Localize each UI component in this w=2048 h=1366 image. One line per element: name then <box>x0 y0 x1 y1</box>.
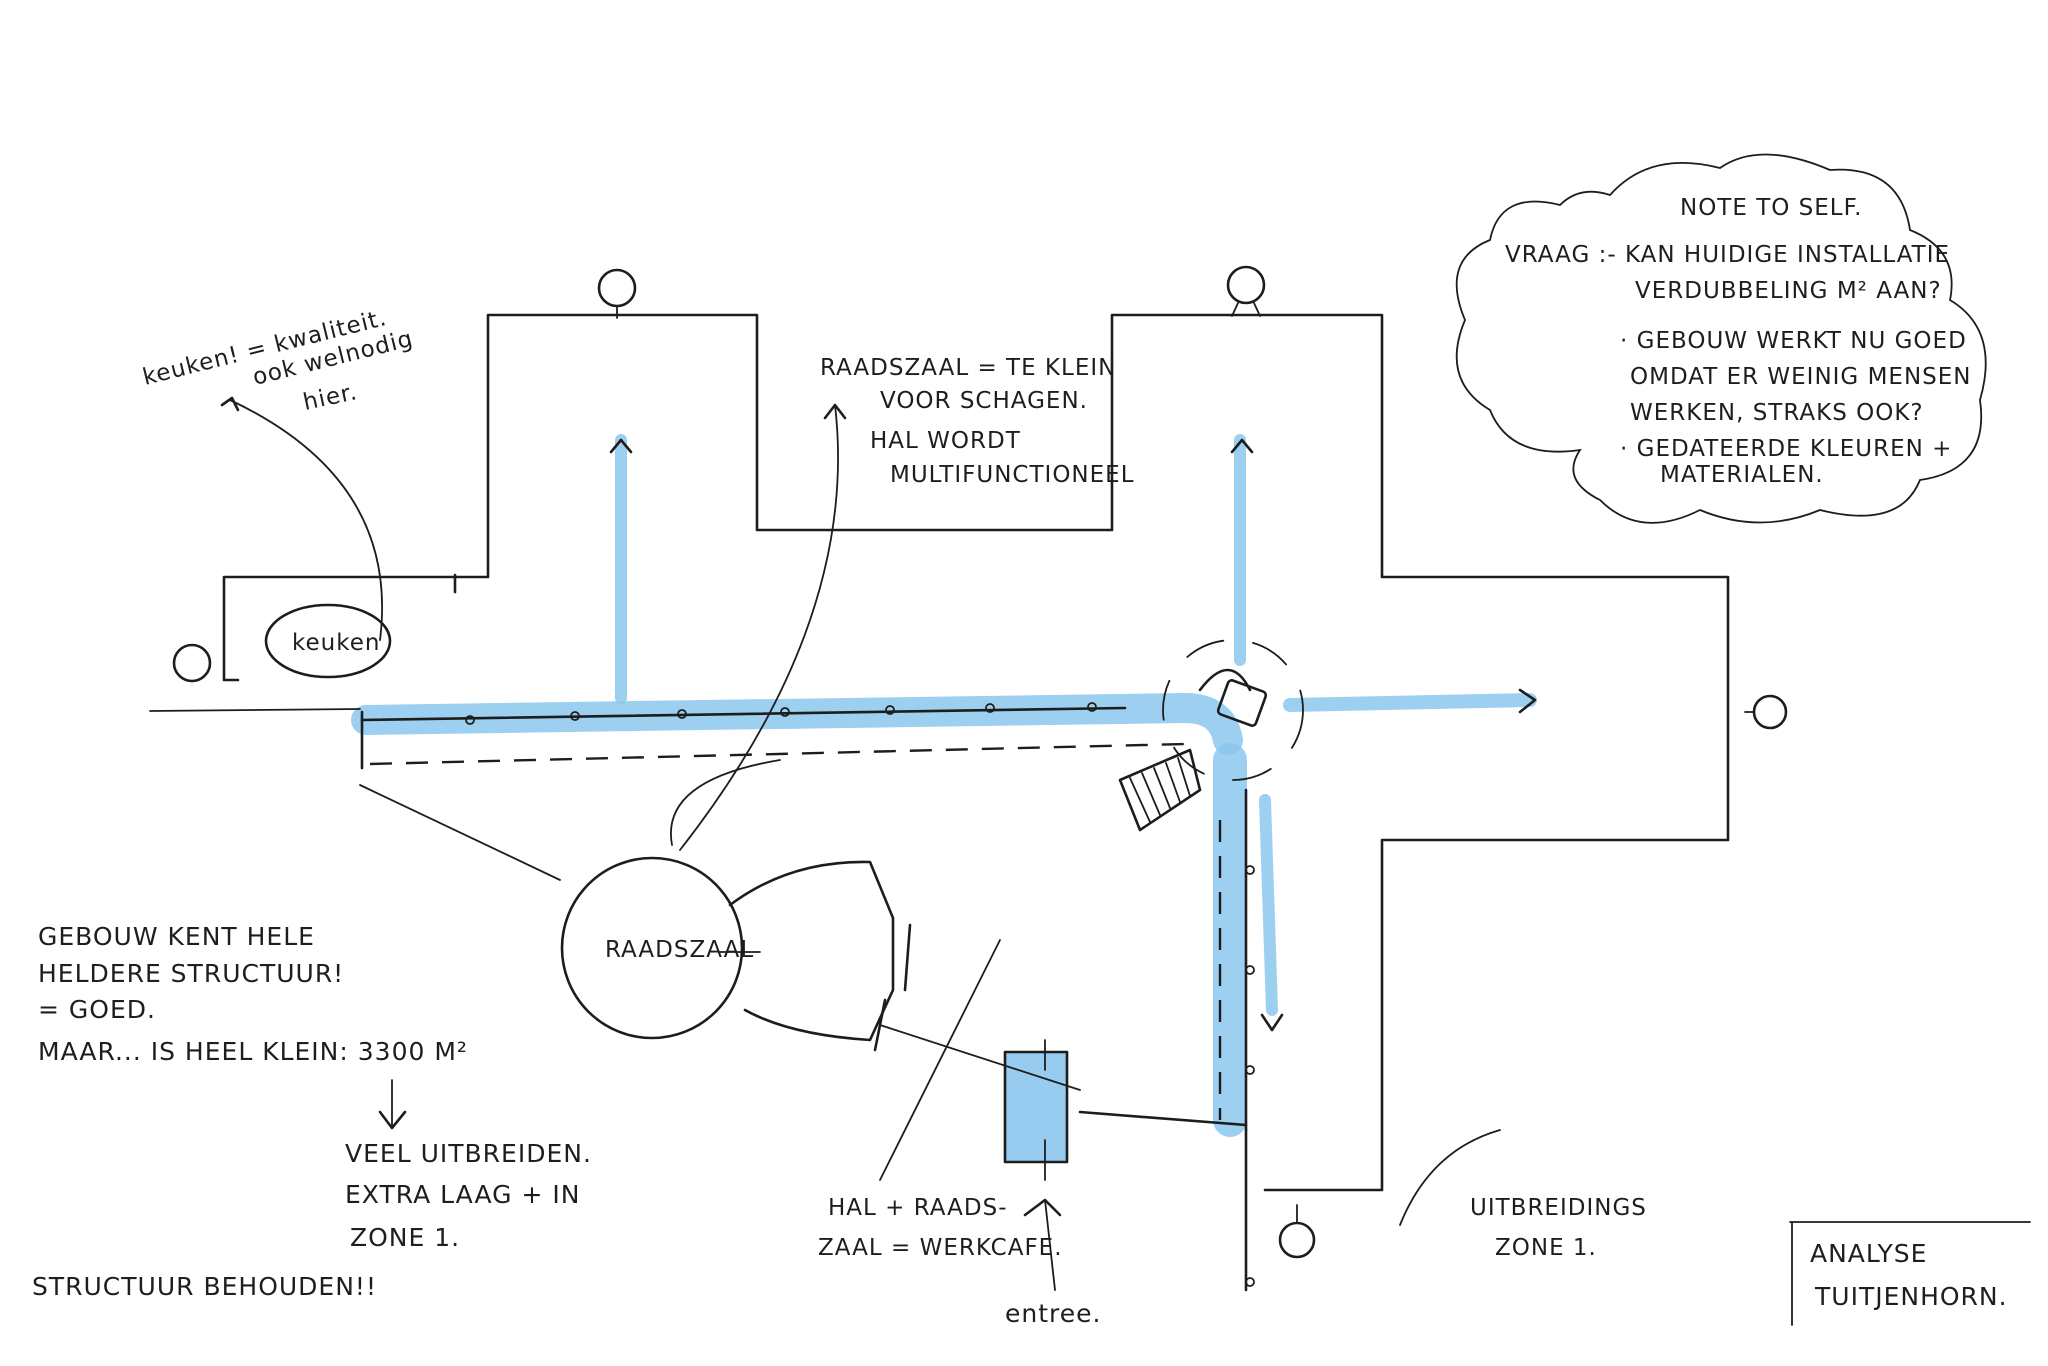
entrance-block-fill <box>1005 1052 1067 1162</box>
arrow-icon <box>1230 438 1254 454</box>
uitbreiden-note-line: ZONE 1. <box>350 1223 460 1252</box>
keuken-note-line: hier. <box>301 379 360 416</box>
analyse-bracket <box>1789 1221 2031 1326</box>
person-icon <box>1744 694 1788 730</box>
raadszaal-label: RAADSZAAL <box>605 937 754 963</box>
hal-note: HAL + RAADS- ZAAL = WERKCAFE. <box>818 1195 1063 1261</box>
door-markers <box>465 702 1255 1287</box>
note-line: VRAAG :- KAN HUIDIGE INSTALLATIE <box>1505 242 1950 268</box>
entree-label: entree. <box>1005 1299 1101 1328</box>
note-title: NOTE TO SELF. <box>1680 195 1862 221</box>
uitbreidings-note: UITBREIDINGS ZONE 1. <box>1470 1195 1647 1261</box>
arrow-icon <box>1023 1198 1062 1217</box>
gebouw-note-line: MAAR... IS HEEL KLEIN: 3300 M² <box>38 1037 468 1066</box>
entrance-block <box>1003 1039 1069 1181</box>
note-line: WERKEN, STRAKS OOK? <box>1630 400 1924 426</box>
gebouw-note-line: = GOED. <box>38 995 156 1024</box>
person-icon <box>597 268 637 319</box>
uitbreidings-pointer <box>1399 1129 1501 1226</box>
note-line: · GEDATEERDE KLEUREN + <box>1620 436 1952 462</box>
arrow-icon <box>1260 1013 1284 1032</box>
note-line: · GEBOUW WERKT NU GOED <box>1620 328 1967 354</box>
person-icon <box>1278 1204 1316 1259</box>
raadszaal-note-line: VOOR SCHAGEN. <box>880 388 1088 414</box>
keuken-room-ellipse <box>264 603 392 679</box>
uitbreiden-note-line: VEEL UITBREIDEN. <box>345 1139 592 1168</box>
keuken-label: keuken <box>292 630 380 656</box>
keuken-note: keuken! = kwaliteit. ook welnodig hier. <box>140 305 416 416</box>
raadszaal-note: RAADSZAAL = TE KLEIN VOOR SCHAGEN. HAL W… <box>820 355 1135 488</box>
note-line: OMDAT ER WEINIG MENSEN <box>1630 364 1971 390</box>
lift-core <box>1162 639 1304 781</box>
gebouw-note-line: HELDERE STRUCTUUR! <box>38 959 344 988</box>
note-line: VERDUBBELING M² AAN? <box>1635 278 1942 304</box>
entry-person-icons <box>172 265 1788 1259</box>
stairs-icon <box>1118 748 1202 832</box>
uitbreiden-note: VEEL UITBREIDEN. EXTRA LAAG + IN ZONE 1. <box>345 1139 592 1252</box>
note-to-self-text: NOTE TO SELF. VRAAG :- KAN HUIDIGE INSTA… <box>1505 195 1971 488</box>
person-icon <box>1226 265 1266 317</box>
uitbreiden-note-line: EXTRA LAAG + IN <box>345 1180 580 1209</box>
gebouw-note-line: GEBOUW KENT HELE <box>38 922 315 951</box>
arrow-icon <box>609 438 633 454</box>
raadszaal-note-line: RAADSZAAL = TE KLEIN <box>820 355 1116 381</box>
note-to-self-cloud <box>1455 153 1987 524</box>
analyse-note-line: ANALYSE <box>1810 1239 1927 1268</box>
analyse-note-line: TUITJENHORN. <box>1814 1282 2008 1311</box>
structuur-note: STRUCTUUR BEHOUDEN!! <box>32 1272 377 1301</box>
hal-note-line: ZAAL = WERKCAFE. <box>818 1235 1063 1261</box>
uitbreidings-note-line: UITBREIDINGS <box>1470 1195 1647 1221</box>
circulation-highlight <box>351 434 1537 1162</box>
note-line: MATERIALEN. <box>1660 462 1824 488</box>
hal-note-line: HAL + RAADS- <box>828 1195 1008 1221</box>
analyse-note: ANALYSE TUITJENHORN. <box>1810 1239 2008 1311</box>
arrows <box>220 396 1537 1291</box>
arrow-icon <box>1518 688 1537 714</box>
person-icon <box>172 643 212 683</box>
gebouw-note: GEBOUW KENT HELE HELDERE STRUCTUUR! = GO… <box>38 922 468 1066</box>
raadszaal-shape <box>560 856 912 1052</box>
building-outline <box>149 313 1730 1292</box>
arrow-icon <box>220 396 240 412</box>
uitbreidings-note-line: ZONE 1. <box>1495 1235 1597 1261</box>
raadszaal-note-line: HAL WORDT <box>870 428 1021 454</box>
raadszaal-note-line: MULTIFUNCTIONEEL <box>890 462 1135 488</box>
